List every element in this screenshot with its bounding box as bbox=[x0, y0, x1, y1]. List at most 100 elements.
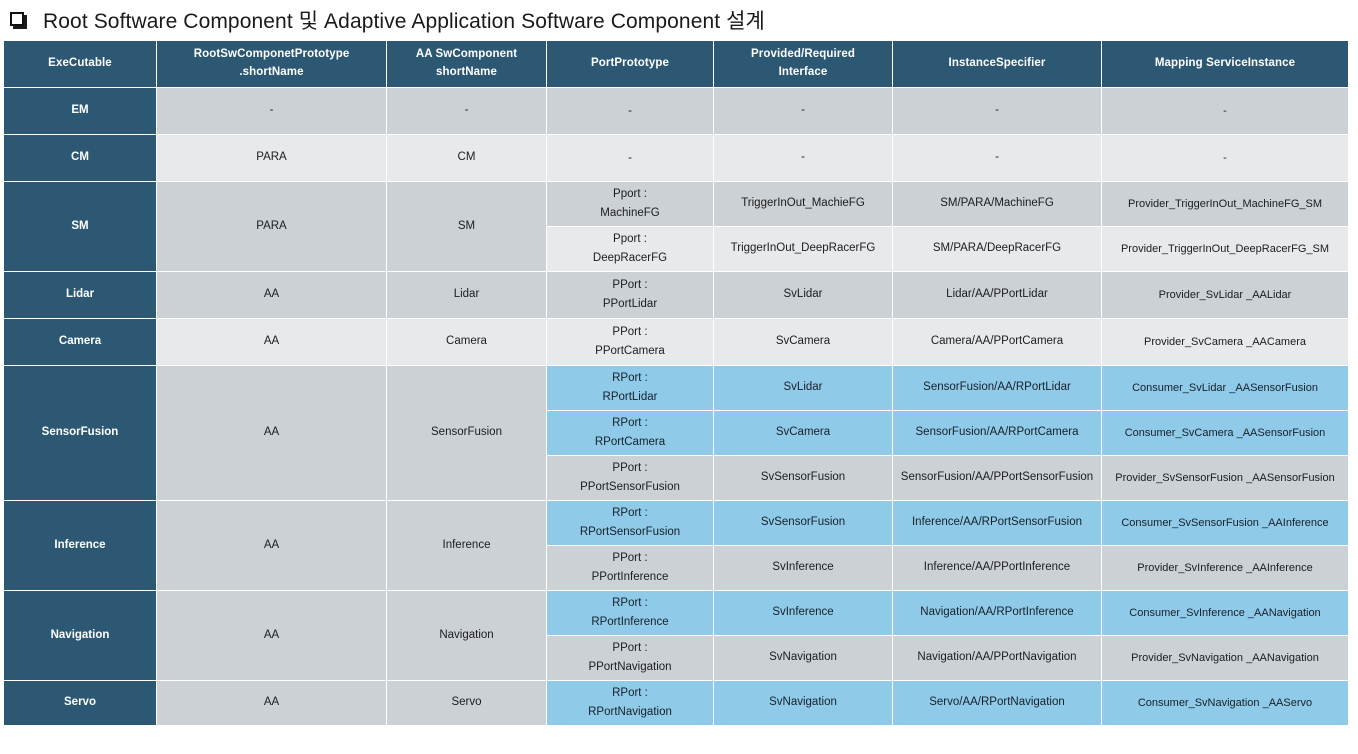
cell-mapping-service-instance: Consumer_SvSensorFusion _AAInference bbox=[1102, 501, 1348, 545]
cell-provided-required-interface: SvCamera bbox=[714, 319, 892, 365]
column-header-port-prototype: PortPrototype bbox=[547, 41, 713, 87]
cell-port-prototype: PPort :PPortLidar bbox=[547, 272, 713, 318]
header-line1: Mapping ServiceInstance bbox=[1154, 57, 1296, 70]
cell-aa-sw-component: Lidar bbox=[387, 272, 546, 318]
cell-aa-sw-component: CM bbox=[387, 135, 546, 181]
cell-mapping-service-instance: Provider_TriggerInOut_MachineFG_SM bbox=[1102, 182, 1348, 226]
header-line1: InstanceSpecifier bbox=[948, 57, 1046, 70]
port-name: RPortCamera bbox=[594, 436, 666, 448]
cell-executable: SensorFusion bbox=[4, 366, 156, 500]
cell-executable: Camera bbox=[4, 319, 156, 365]
cell-provided-required-interface: SvSensorFusion bbox=[714, 501, 892, 545]
cell-mapping-service-instance: Provider_SvSensorFusion _AASensorFusion bbox=[1102, 456, 1348, 500]
column-header-root-sw-component-prototype: RootSwComponetPrototype .shortName bbox=[157, 41, 386, 87]
cell-root-sw-component-prototype: AA bbox=[157, 681, 386, 725]
header-line1: Provided/Required bbox=[751, 48, 855, 61]
cell-provided-required-interface: SvInference bbox=[714, 546, 892, 590]
cell-instance-specifier: - bbox=[893, 88, 1101, 134]
cell-port-prototype: RPort : RPortLidar bbox=[547, 366, 713, 410]
header-line2: Interface bbox=[778, 66, 828, 78]
header-line1: RootSwComponetPrototype bbox=[193, 48, 350, 61]
component-design-table: ExeCutable RootSwComponetPrototype .shor… bbox=[3, 40, 1349, 726]
cell-mapping-service-instance: - bbox=[1102, 88, 1348, 134]
cell-instance-specifier: SM/PARA/MachineFG bbox=[893, 182, 1101, 226]
cell-root-sw-component-prototype: AA bbox=[157, 366, 386, 500]
port-kind: PPort : bbox=[612, 642, 648, 655]
cell-provided-required-interface: SvSensorFusion bbox=[714, 456, 892, 500]
table-header-row: ExeCutable RootSwComponetPrototype .shor… bbox=[4, 41, 1348, 87]
cell-root-sw-component-prototype: AA bbox=[157, 272, 386, 318]
cell-port-prototype: RPort :RPortNavigation bbox=[547, 681, 713, 725]
header-line1: PortPrototype bbox=[591, 57, 669, 70]
column-header-executable: ExeCutable bbox=[4, 41, 156, 87]
cell-port-prototype: RPort : RPortInference bbox=[547, 591, 713, 635]
cell-port-prototype: RPort :RPortCamera bbox=[547, 411, 713, 455]
cell-aa-sw-component: SM bbox=[387, 182, 546, 271]
cell-instance-specifier: SensorFusion/AA/PPortSensorFusion bbox=[893, 456, 1101, 500]
cell-instance-specifier: Navigation/AA/RPortInference bbox=[893, 591, 1101, 635]
cell-mapping-service-instance: Consumer_SvInference _AANavigation bbox=[1102, 591, 1348, 635]
cell-provided-required-interface: SvInference bbox=[714, 591, 892, 635]
cell-instance-specifier: SM/PARA/DeepRacerFG bbox=[893, 227, 1101, 271]
port-name: MachineFG bbox=[600, 207, 660, 219]
cell-port-prototype: Pport :DeepRacerFG bbox=[547, 227, 713, 271]
cell-instance-specifier: Navigation/AA/PPortNavigation bbox=[893, 636, 1101, 680]
cell-root-sw-component-prototype: - bbox=[157, 88, 386, 134]
cell-provided-required-interface: TriggerInOut_DeepRacerFG bbox=[714, 227, 892, 271]
cell-instance-specifier: Lidar/AA/PPortLidar bbox=[893, 272, 1101, 318]
cell-provided-required-interface: SvNavigation bbox=[714, 636, 892, 680]
cell-executable: Servo bbox=[4, 681, 156, 725]
port-kind: Pport : bbox=[613, 233, 647, 246]
cell-provided-required-interface: SvLidar bbox=[714, 272, 892, 318]
cell-mapping-service-instance: Consumer_SvLidar _AASensorFusion bbox=[1102, 366, 1348, 410]
cell-instance-specifier: SensorFusion/AA/RPortCamera bbox=[893, 411, 1101, 455]
cell-port-prototype: PPort :PPortSensorFusion bbox=[547, 456, 713, 500]
cell-provided-required-interface: SvCamera bbox=[714, 411, 892, 455]
cell-provided-required-interface: SvLidar bbox=[714, 366, 892, 410]
port-name: RPortLidar bbox=[602, 391, 658, 403]
column-header-aa-sw-component: AA SwComponent shortName bbox=[387, 41, 546, 87]
port-name: PPortInference bbox=[591, 571, 669, 583]
cell-provided-required-interface: SvNavigation bbox=[714, 681, 892, 725]
header-line2: shortName bbox=[436, 66, 497, 78]
column-header-provided-required-interface: Provided/Required Interface bbox=[714, 41, 892, 87]
cell-executable: Inference bbox=[4, 501, 156, 590]
cell-mapping-service-instance: Provider_TriggerInOut_DeepRacerFG_SM bbox=[1102, 227, 1348, 271]
port-kind: RPort : bbox=[612, 687, 648, 700]
port-name: PPortNavigation bbox=[588, 661, 672, 673]
header-line2: .shortName bbox=[239, 66, 304, 78]
cell-executable: SM bbox=[4, 182, 156, 271]
cell-aa-sw-component: Inference bbox=[387, 501, 546, 590]
port-kind: RPort : bbox=[612, 597, 648, 610]
cell-port-prototype: PPort : PPortInference bbox=[547, 546, 713, 590]
cell-root-sw-component-prototype: AA bbox=[157, 501, 386, 590]
cell-port-prototype: - bbox=[547, 135, 713, 181]
port-kind: PPort : bbox=[612, 552, 648, 565]
port-kind: RPort : bbox=[612, 372, 648, 385]
cell-instance-specifier: Servo/AA/RPortNavigation bbox=[893, 681, 1101, 725]
port-kind: RPort : bbox=[612, 507, 648, 520]
column-header-instance-specifier: InstanceSpecifier bbox=[893, 41, 1101, 87]
page-title-text: Root Software Component 및 Adaptive Appli… bbox=[43, 10, 765, 33]
port-name: RPortInference bbox=[591, 616, 669, 628]
cell-port-prototype: PPort :PPortCamera bbox=[547, 319, 713, 365]
cell-aa-sw-component: Servo bbox=[387, 681, 546, 725]
square-bullet-icon bbox=[10, 11, 27, 29]
cell-instance-specifier: - bbox=[893, 135, 1101, 181]
cell-root-sw-component-prototype: AA bbox=[157, 591, 386, 680]
port-name: PPortLidar bbox=[602, 298, 658, 310]
cell-mapping-service-instance: Provider_SvCamera _AACamera bbox=[1102, 319, 1348, 365]
cell-aa-sw-component: - bbox=[387, 88, 546, 134]
port-kind: PPort : bbox=[612, 326, 648, 339]
port-name: RPortSensorFusion bbox=[579, 526, 681, 538]
cell-provided-required-interface: - bbox=[714, 88, 892, 134]
